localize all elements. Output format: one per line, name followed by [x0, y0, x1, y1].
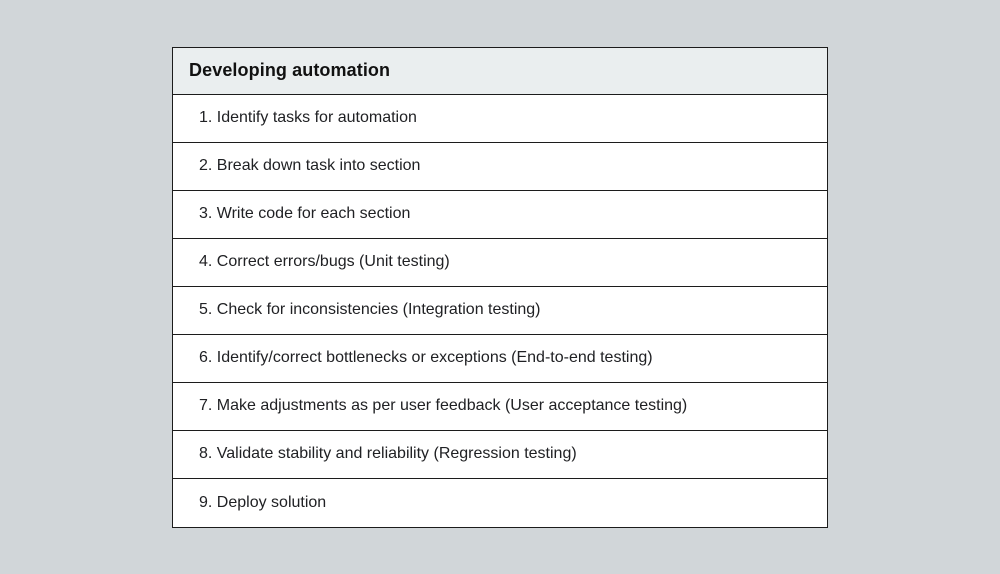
- table-row-label: 3. Write code for each section: [199, 205, 411, 222]
- table-row: 8. Validate stability and reliability (R…: [173, 430, 827, 479]
- table-row-label: 8. Validate stability and reliability (R…: [199, 445, 577, 462]
- table-row: 6. Identify/correct bottlenecks or excep…: [173, 334, 827, 383]
- table-row-label: 7. Make adjustments as per user feedback…: [199, 397, 688, 414]
- table-row: 1. Identify tasks for automation: [173, 94, 827, 143]
- table-row-label: 1. Identify tasks for automation: [199, 109, 417, 126]
- table-row-label: 5. Check for inconsistencies (Integratio…: [199, 301, 541, 318]
- table-row-label: 6. Identify/correct bottlenecks or excep…: [199, 349, 653, 366]
- table-row: 7. Make adjustments as per user feedback…: [173, 382, 827, 431]
- table-title: Developing automation: [189, 60, 391, 80]
- table-row-label: 4. Correct errors/bugs (Unit testing): [199, 253, 450, 270]
- table-row: 2. Break down task into section: [173, 142, 827, 191]
- table-row-label: 2. Break down task into section: [199, 157, 421, 174]
- table-header: Developing automation: [173, 47, 827, 95]
- table-row-label: 9. Deploy solution: [199, 493, 327, 511]
- developing-automation-table: Developing automation 1. Identify tasks …: [172, 46, 828, 528]
- table-row: 9. Deploy solution: [173, 478, 827, 527]
- table-row: 5. Check for inconsistencies (Integratio…: [173, 286, 827, 335]
- table-row: 3. Write code for each section: [173, 190, 827, 239]
- table-row: 4. Correct errors/bugs (Unit testing): [173, 238, 827, 287]
- table-rows: 1. Identify tasks for automation 2. Break…: [173, 94, 827, 527]
